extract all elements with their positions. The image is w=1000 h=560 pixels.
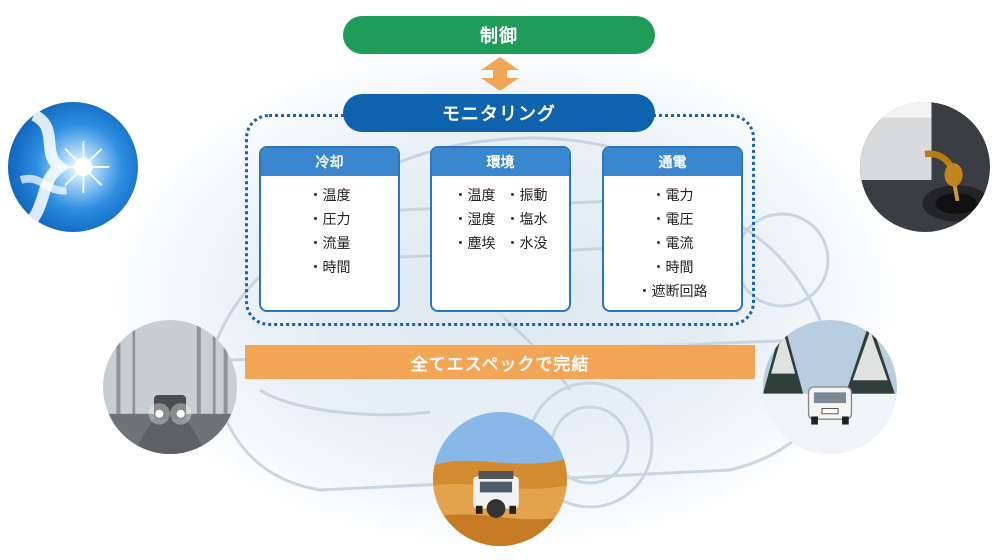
electric-card-title: 通電: [604, 148, 741, 176]
list-item: ・時間: [651, 260, 694, 276]
list-item: ・電流: [651, 236, 694, 252]
electric-list: ・電力 ・電圧 ・電流 ・時間 ・遮断回路: [604, 184, 741, 304]
list-item: ・温度: [308, 188, 351, 204]
list-item: ・温度: [453, 188, 496, 204]
environment-list-left: ・温度 ・湿度 ・塵埃: [454, 184, 496, 256]
fog-forest-car-photo: [103, 320, 237, 454]
monitoring-pill: モニタリング: [343, 94, 655, 132]
control-label: 制御: [480, 26, 518, 47]
environment-list-right: ・振動 ・塩水 ・水没: [506, 184, 548, 256]
environment-card: 環境 ・温度 ・湿度 ・塵埃 ・振動 ・塩水 ・水没: [430, 146, 571, 312]
bidirectional-arrow-icon: [481, 57, 519, 91]
desert-4wd-photo: [433, 412, 567, 546]
list-item: ・塵埃: [453, 236, 496, 252]
cooling-list: ・温度 ・圧力 ・流量 ・時間: [261, 184, 398, 280]
espec-complete-label: 全てエスペックで完結: [410, 354, 590, 375]
cooling-card: 冷却 ・温度 ・圧力 ・流量 ・時間: [259, 146, 400, 312]
list-item: ・湿度: [453, 212, 496, 228]
list-item: ・電圧: [651, 212, 694, 228]
control-pill: 制御: [343, 16, 655, 54]
oil-pour-photo: [860, 102, 990, 232]
list-item: ・時間: [308, 260, 351, 276]
list-item: ・電力: [651, 188, 694, 204]
monitoring-label: モニタリング: [442, 104, 556, 125]
electric-card: 通電 ・電力 ・電圧 ・電流 ・時間 ・遮断回路: [602, 146, 743, 312]
espec-complete-bar: 全てエスペックで完結: [245, 345, 755, 379]
snow-road-car-photo: [763, 320, 897, 454]
sky-sun-photo: [8, 102, 138, 232]
list-item: ・流量: [308, 236, 351, 252]
environment-card-title: 環境: [432, 148, 569, 176]
list-item: ・水没: [505, 236, 548, 252]
list-item: ・遮断回路: [637, 284, 708, 300]
list-item: ・振動: [505, 188, 548, 204]
list-item: ・塩水: [505, 212, 548, 228]
list-item: ・圧力: [308, 212, 351, 228]
cooling-card-title: 冷却: [261, 148, 398, 176]
